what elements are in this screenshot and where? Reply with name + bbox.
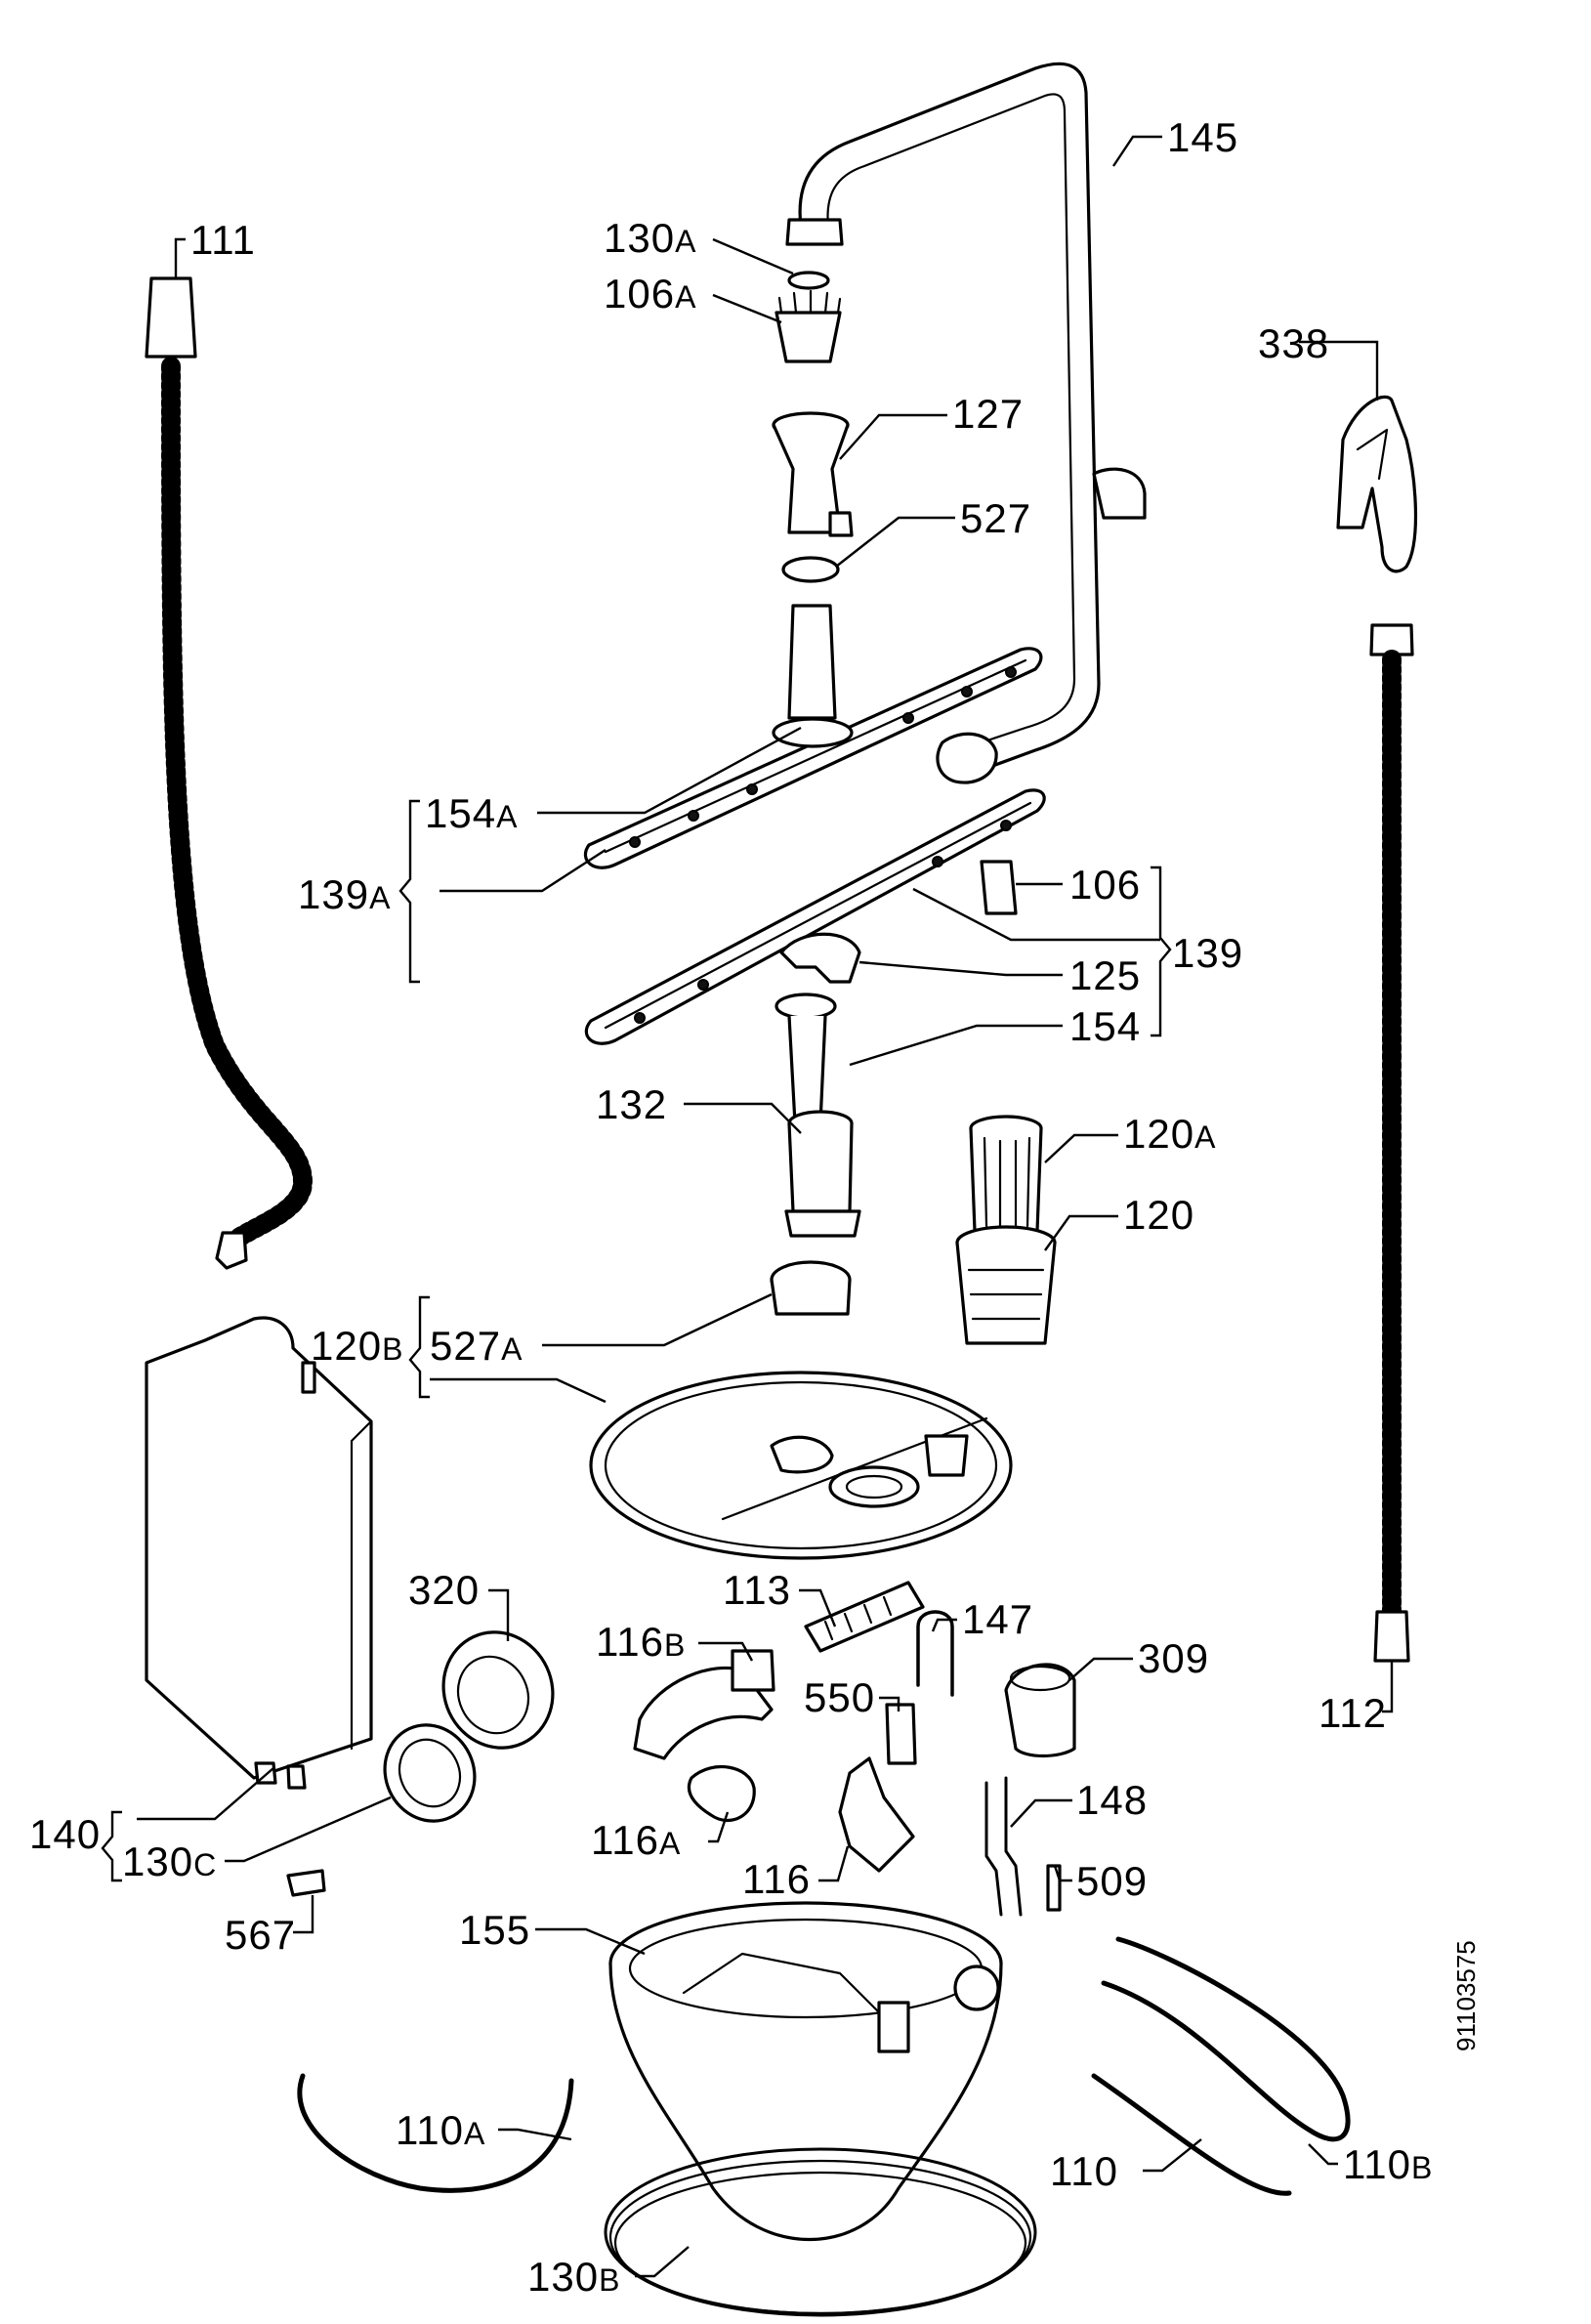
- part-550-block: [885, 1703, 917, 1765]
- part-label-113: 113: [723, 1567, 791, 1613]
- part-338-bracket: [1336, 395, 1418, 573]
- part-139-lower-spray-arm: [584, 788, 1046, 1045]
- part-148-rod: [984, 1776, 1023, 1917]
- part-106A-nozzle: [775, 289, 842, 363]
- part-113-spring: [804, 1581, 925, 1653]
- part-label-130a: 130A: [604, 215, 696, 261]
- part-label-120b: 120B: [311, 1323, 403, 1369]
- part-label-550: 550: [804, 1674, 875, 1720]
- part-label-116a: 116A: [591, 1817, 681, 1863]
- part-label-132: 132: [596, 1081, 667, 1127]
- part-number-labels: 145 111 130A 106A 338 127 527 154A 139A 106 139 125…: [29, 114, 1433, 2300]
- part-154-bearing: [775, 993, 837, 1125]
- part-label-338: 338: [1258, 320, 1329, 366]
- part-label-111: 111: [190, 217, 256, 263]
- part-label-130c: 130C: [122, 1838, 217, 1884]
- part-label-116b: 116B: [596, 1619, 686, 1665]
- part-label-527a: 527A: [430, 1323, 523, 1369]
- part-label-154a: 154A: [425, 790, 518, 836]
- part-label-120a: 120A: [1123, 1111, 1216, 1157]
- part-567-clip: [286, 1869, 326, 1897]
- part-label-139: 139: [1172, 930, 1243, 976]
- part-116A-float: [687, 1764, 756, 1823]
- part-label-155: 155: [459, 1907, 530, 1953]
- part-label-147: 147: [962, 1596, 1033, 1642]
- part-140-water-softener: [145, 1316, 373, 1790]
- part-106-clip: [980, 860, 1018, 915]
- part-132-tube: [784, 1110, 861, 1238]
- part-147-hook: [916, 1610, 954, 1697]
- part-label-320: 320: [408, 1567, 480, 1613]
- part-116-lever: [838, 1756, 915, 1873]
- part-label-116: 116: [742, 1856, 811, 1902]
- part-label-140: 140: [29, 1811, 101, 1857]
- part-130A-o-ring: [787, 271, 830, 290]
- part-label-309: 309: [1138, 1635, 1209, 1681]
- part-112-drain-hose: [1369, 623, 1414, 1663]
- part-127-hub: [772, 411, 854, 537]
- diagram-reference-code: 91103575: [1451, 1940, 1481, 2051]
- part-154A-upper-spray-arm: [583, 604, 1043, 869]
- part-527-nut: [781, 556, 840, 583]
- part-label-125: 125: [1069, 952, 1141, 998]
- part-120B-filter-plate: [589, 1371, 1013, 1560]
- part-label-145: 145: [1167, 114, 1238, 160]
- part-label-106: 106: [1069, 862, 1141, 908]
- part-110A-hose: [297, 2073, 574, 2193]
- part-label-120: 120: [1123, 1192, 1194, 1238]
- part-label-567: 567: [225, 1912, 296, 1958]
- part-label-509: 509: [1076, 1858, 1148, 1904]
- part-320-cover-wheel: [441, 1630, 555, 1750]
- part-label-110: 110: [1050, 2148, 1118, 2194]
- part-155-sump: [608, 1901, 1003, 2241]
- leader-lines: [101, 135, 1394, 2278]
- part-label-110a: 110A: [396, 2107, 485, 2153]
- part-label-110b: 110B: [1343, 2141, 1433, 2187]
- part-label-139a: 139A: [298, 871, 391, 917]
- part-label-112: 112: [1319, 1690, 1387, 1736]
- part-111-inlet-hose: [145, 276, 314, 1270]
- part-130C-seal: [383, 1723, 477, 1823]
- part-120A-120-filter: [955, 1115, 1057, 1345]
- part-527A-collar: [770, 1260, 852, 1316]
- part-label-527: 527: [960, 495, 1031, 541]
- part-125-clip-ring: [779, 932, 861, 984]
- part-110-110B-hoses: [1091, 1936, 1351, 2196]
- part-145-supply-pipe: [785, 62, 1147, 784]
- part-116B-guide: [633, 1649, 775, 1760]
- part-label-106a: 106A: [604, 271, 696, 317]
- part-label-154: 154: [1069, 1003, 1141, 1049]
- part-130B-sump-seal: [604, 2147, 1037, 2317]
- part-label-127: 127: [952, 391, 1024, 437]
- part-label-130b: 130B: [527, 2254, 620, 2300]
- part-309-cap: [1004, 1663, 1076, 1758]
- part-label-148: 148: [1076, 1777, 1148, 1823]
